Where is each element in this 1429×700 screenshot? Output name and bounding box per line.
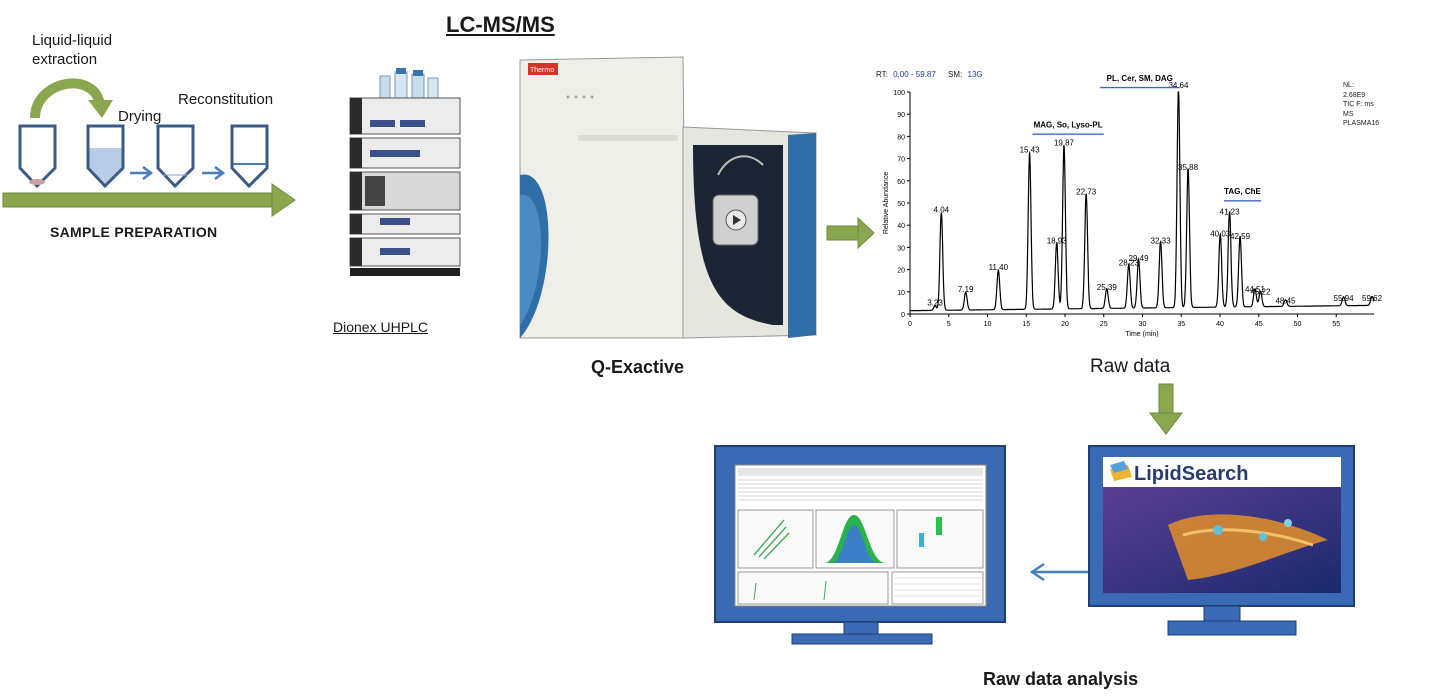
y-tick-label: 70 (897, 157, 905, 164)
ms-info: NL: 2.68E9 TIC F: ms MS PLASMA16 (1343, 81, 1379, 129)
peak-label: 18.93 (1047, 236, 1068, 245)
lipidsearch-monitor: LipidSearch (1088, 445, 1356, 641)
rawdata-to-lipidsearch-arrowhead-icon (1148, 412, 1184, 435)
peak-label: 22.73 (1076, 188, 1097, 197)
x-tick-label: 15 (1022, 321, 1030, 328)
sample-prep-arrow (2, 192, 274, 208)
thermo-logo-icon (528, 63, 558, 75)
analysis-label: Raw data analysis (983, 669, 1139, 689)
peak-label: 29.49 (1129, 254, 1150, 263)
chromatogram: RT: 0.00 - 59.87 SM: 13G NL: 2.68E9 TIC … (870, 60, 1390, 350)
y-tick-label: 40 (897, 223, 905, 230)
tube-1 (18, 124, 57, 189)
ms-info-line: NL: (1343, 82, 1354, 89)
tube-2-liquid-tip (89, 168, 122, 185)
y-tick-label: 100 (893, 90, 905, 97)
x-tick-label: 45 (1255, 321, 1263, 328)
lcms-title: LC-MS/MS (446, 12, 555, 37)
y-tick-label: 20 (897, 268, 905, 275)
region-label: PL, Cer, SM, DAG (1107, 74, 1173, 83)
sample-prep-arrowhead-icon (271, 183, 296, 217)
x-axis-label: Time (min) (1125, 331, 1158, 338)
step-reconstitution-label: Reconstitution (178, 91, 274, 108)
rawdata-to-lipidsearch-arrow (1158, 383, 1174, 415)
peak-label: 34.64 (1168, 81, 1189, 90)
peak-label: 3.23 (927, 299, 943, 308)
step-drying-label: Drying (118, 108, 162, 125)
peak-label: 19.87 (1054, 139, 1075, 148)
svg-text:LipidSearch: LipidSearch (1134, 463, 1248, 485)
x-tick-label: 25 (1100, 321, 1108, 328)
tube-1-residue (29, 179, 45, 185)
solvent-bottles-icon (379, 68, 439, 99)
x-tick-label: 40 (1216, 321, 1224, 328)
small-arrow-icon (130, 166, 226, 180)
y-tick-label: 0 (901, 312, 905, 319)
ms-info-line: PLASMA16 (1343, 120, 1380, 127)
ms-info-line: MS (1343, 110, 1354, 118)
tube-2 (86, 124, 125, 189)
peak-label: 55.94 (1334, 294, 1355, 303)
peak-label: 25.39 (1097, 283, 1118, 292)
analysis-monitor (714, 445, 1008, 645)
step-extraction-label: Liquid-liquid extraction (32, 32, 113, 68)
y-tick-label: 10 (897, 290, 905, 297)
peak-label: 32.33 (1151, 236, 1172, 245)
peak-label: 35.88 (1178, 163, 1199, 172)
peak-label: 7.19 (958, 285, 974, 294)
curved-arrowhead-icon (88, 100, 113, 118)
x-tick-label: 55 (1332, 321, 1340, 328)
x-tick-label: 0 (908, 321, 912, 328)
sample-prep-diagram (2, 78, 296, 217)
peak-label: 28.23 (1119, 259, 1140, 268)
chromatogram-plot: 0 10 20 30 40 50 60 70 80 90 100 0 5 10 15 20 25 30 35 40 45… (883, 74, 1383, 338)
peak-label: 15.43 (1020, 145, 1041, 154)
lipidsearch-to-analysis-arrowhead-icon (1029, 562, 1045, 582)
x-tick-label: 30 (1139, 321, 1147, 328)
ms-info-line: TIC F: ms (1343, 101, 1374, 108)
lcms-to-rawdata-arrow (826, 225, 860, 241)
tube-3 (156, 124, 195, 189)
y-tick-label: 50 (897, 201, 905, 208)
y-tick-label: 60 (897, 179, 905, 186)
peak-label: 59.62 (1362, 294, 1383, 303)
curved-arrow-icon (30, 78, 105, 119)
uhplc-image (340, 68, 480, 283)
svg-text:Thermo: Thermo (530, 67, 554, 74)
tube-4 (230, 124, 269, 189)
peak-label: 44.51 (1245, 285, 1266, 294)
peak-label: 40.03 (1210, 230, 1231, 239)
sm-label: SM: (948, 70, 963, 79)
uhplc-modules (349, 97, 461, 276)
ms-info-line: 2.68E9 (1343, 91, 1366, 99)
rt-label: RT: (876, 70, 888, 79)
chromatogram-trace (910, 91, 1375, 312)
qexactive-image: Thermo (518, 55, 818, 340)
y-tick-label: 90 (897, 112, 905, 119)
uhplc-label: Dionex UHPLC (333, 319, 428, 335)
qexactive-label: Q-Exactive (591, 357, 685, 377)
rt-range: 0.00 - 59.87 (893, 70, 936, 79)
peak-label: 48.45 (1275, 296, 1296, 305)
x-tick-label: 50 (1294, 321, 1302, 328)
sm-value: 13G (967, 70, 983, 79)
peak-label: 11.40 (989, 263, 1009, 272)
peak-label: 45.22 (1250, 287, 1271, 296)
x-tick-label: 5 (947, 321, 951, 328)
region-label: TAG, ChE (1224, 187, 1261, 196)
y-tick-label: 30 (897, 245, 905, 252)
region-label: MAG, So, Lyso-PL (1034, 121, 1103, 130)
peak-label: 42.59 (1230, 232, 1251, 241)
raw-data-label: Raw data (1090, 356, 1171, 377)
x-tick-label: 10 (984, 321, 992, 328)
peak-label: 4.04 (934, 205, 950, 214)
x-tick-label: 20 (1061, 321, 1069, 328)
y-axis-label: Relative Abundance (883, 172, 890, 234)
tube-2-liquid (89, 148, 122, 170)
sample-prep-title: SAMPLE PREPARATION (50, 224, 218, 240)
x-tick-label: 35 (1177, 321, 1185, 328)
y-tick-label: 80 (897, 134, 905, 141)
peak-label: 41.23 (1220, 208, 1241, 217)
